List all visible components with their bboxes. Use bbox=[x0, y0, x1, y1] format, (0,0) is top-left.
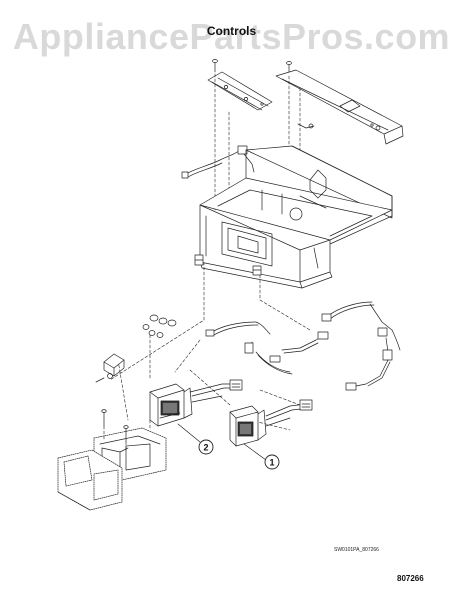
callout-2-label: 2 bbox=[203, 443, 208, 453]
clip-left bbox=[194, 254, 204, 266]
watermark: AppliancePartsPros.com bbox=[12, 16, 451, 57]
diagram-title: Controls bbox=[206, 24, 257, 38]
callout-1-label: 1 bbox=[269, 458, 274, 468]
bezel-screw-left bbox=[101, 409, 107, 427]
console-housing bbox=[199, 145, 393, 289]
wire-harness-left bbox=[205, 321, 329, 375]
mounting-rail bbox=[207, 71, 273, 111]
small-harness bbox=[181, 123, 315, 179]
clip-right bbox=[252, 265, 262, 276]
front-trim-panel bbox=[57, 449, 123, 511]
top-screw-left bbox=[212, 59, 218, 73]
top-cover-panel bbox=[275, 69, 404, 145]
control-board-2 bbox=[149, 383, 193, 427]
callout-1: 1 bbox=[243, 443, 280, 470]
figure-code: SW0101PA_807266 bbox=[334, 547, 379, 553]
page-number: 807266 bbox=[397, 574, 424, 583]
bezel-screw-right bbox=[123, 425, 129, 443]
bezel-leaders bbox=[103, 419, 151, 453]
callout-2: 2 bbox=[177, 423, 214, 455]
knob-set bbox=[142, 314, 177, 338]
wire-harness-right bbox=[321, 301, 401, 391]
control-board-1 bbox=[229, 405, 267, 447]
board-2-harness bbox=[189, 379, 243, 403]
leader-lines bbox=[109, 73, 311, 431]
board-1-harness bbox=[265, 399, 313, 427]
switch-plug bbox=[95, 353, 125, 383]
